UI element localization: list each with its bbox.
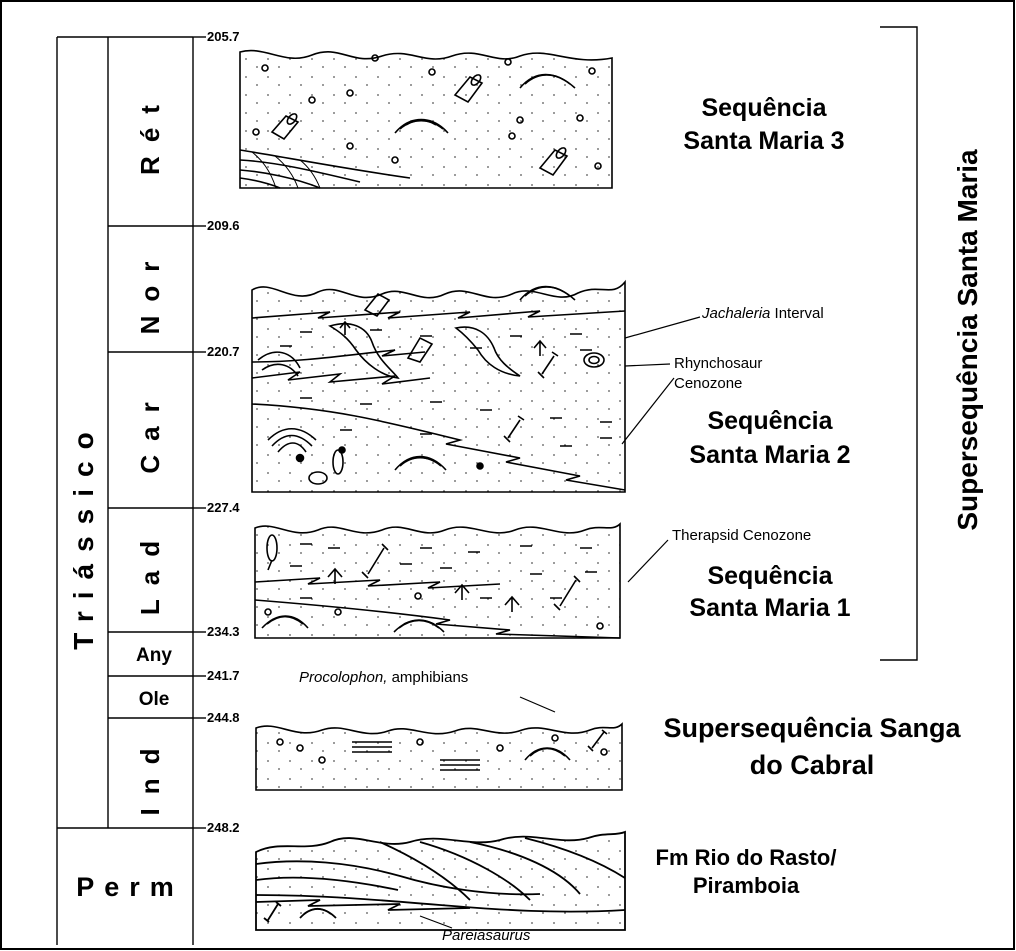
- period-permian-label: Perm: [76, 872, 184, 902]
- age-label: 227.4: [207, 500, 240, 515]
- stage-ind-label: Ind: [135, 735, 165, 816]
- sequence-sm2-line2: Santa Maria 2: [689, 441, 850, 469]
- sanga-label-line2: do Cabral: [750, 750, 875, 780]
- pareiasaurus-annotation: Pareiasaurus: [442, 927, 531, 944]
- sediment-block-santa-maria-2: [251, 279, 626, 493]
- age-label: 244.8: [207, 710, 240, 725]
- stage-ole-label: Ole: [139, 689, 170, 710]
- procolophon-rest: amphibians: [387, 669, 468, 686]
- procolophon-annotation: Procolophon, amphibians: [299, 669, 468, 686]
- sequence-sm1-line2: Santa Maria 1: [689, 594, 850, 622]
- rhyncho-line1: Rhynchosaur: [674, 355, 762, 372]
- jachaleria-italic: Jachaleria: [701, 305, 770, 322]
- stage-lad-label: Lad: [135, 527, 165, 615]
- age-labels: 205.7 209.6 220.7 227.4 234.3 241.7 244.…: [207, 29, 240, 835]
- stage-car-label: Car: [135, 388, 165, 473]
- age-label: 248.2: [207, 820, 240, 835]
- age-label: 220.7: [207, 344, 240, 359]
- sediment-block-rio-do-rasto: [255, 830, 626, 931]
- sequence-sm3-line1: Sequência: [701, 94, 827, 122]
- annotation-leaders: [419, 316, 701, 929]
- supersequence-bracket: [880, 26, 918, 661]
- sediment-block-sanga-do-cabral: [255, 722, 623, 791]
- jachaleria-annotation: Jachaleria Interval: [701, 305, 824, 322]
- rhyncho-line2: Cenozone: [674, 375, 742, 392]
- supersequence-santa-maria-label: Supersequência Santa Maria: [952, 149, 983, 531]
- sequence-sm1-line1: Sequência: [707, 562, 833, 590]
- age-label: 234.3: [207, 624, 240, 639]
- stage-nor-label: Nor: [135, 248, 165, 335]
- procolophon-italic: Procolophon,: [299, 669, 387, 686]
- age-label: 241.7: [207, 668, 240, 683]
- sediment-block-santa-maria-1: [254, 522, 621, 639]
- rasto-label-line2: Piramboia: [693, 873, 800, 898]
- stage-any-label: Any: [136, 645, 172, 666]
- sequence-sm2-line1: Sequência: [707, 407, 833, 435]
- therapsid-annotation: Therapsid Cenozone: [672, 527, 811, 544]
- chronostratigraphic-column: [56, 36, 206, 945]
- age-label: 209.6: [207, 218, 240, 233]
- rasto-label-line1: Fm Rio do Rasto/: [656, 845, 837, 870]
- jachaleria-rest: Interval: [770, 305, 823, 322]
- stage-ret-label: Rét: [135, 91, 165, 175]
- period-triassic-label: Triássico: [68, 420, 99, 649]
- sediment-block-santa-maria-3: [239, 49, 613, 189]
- sanga-label-line1: Supersequência Sanga: [663, 713, 961, 743]
- sequence-sm3-line2: Santa Maria 3: [683, 127, 844, 155]
- age-label: 205.7: [207, 29, 240, 44]
